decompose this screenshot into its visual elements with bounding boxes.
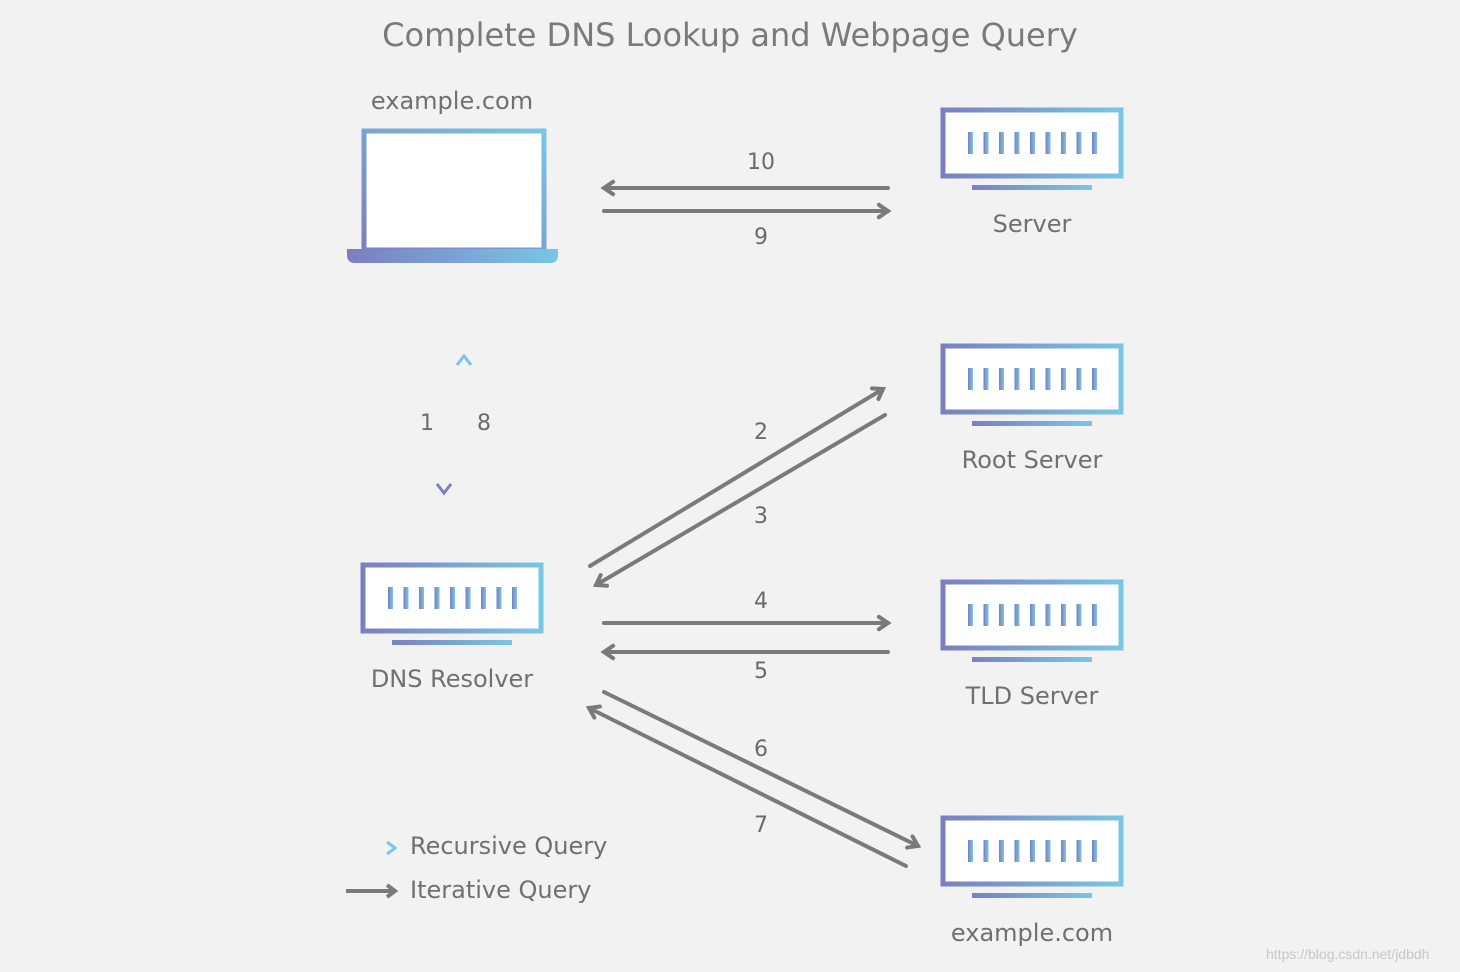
arrow-step-9 (602, 202, 892, 220)
legend-recursive-label: Recursive Query (410, 832, 608, 860)
tld-server-label: TLD Server (965, 682, 1099, 710)
step-label-7: 7 (754, 813, 768, 838)
arrow-step-10 (600, 179, 890, 197)
step-label-9: 9 (754, 225, 768, 250)
root-server-label: Root Server (961, 446, 1103, 474)
step-label-5: 5 (754, 659, 768, 684)
authoritative-server-icon (940, 815, 1124, 898)
root-server-icon (940, 343, 1124, 426)
step-label-3: 3 (754, 504, 768, 529)
server-label: Server (992, 210, 1072, 238)
step-label-4: 4 (754, 589, 768, 614)
dns-resolver-icon (360, 562, 544, 645)
tld-server-icon (940, 579, 1124, 662)
arrow-step-7 (585, 704, 908, 868)
step-label-10: 10 (747, 150, 775, 175)
authoritative-server-label: example.com (950, 919, 1114, 947)
step-label-8: 8 (477, 411, 491, 436)
step-label-1: 1 (420, 411, 434, 436)
step-label-6: 6 (754, 737, 768, 762)
arrow-step-3 (592, 413, 887, 588)
watermark: https://blog.csdn.net/jdbdh (1266, 946, 1430, 962)
legend-iterative-label: Iterative Query (410, 876, 592, 904)
arrow-step-8 (455, 353, 473, 496)
arrow-step-4 (602, 614, 892, 632)
arrow-step-2 (588, 386, 887, 568)
laptop-icon (347, 128, 558, 263)
diagram-title: Complete DNS Lookup and Webpage Query (382, 16, 1078, 54)
legend-recursive-arrow (346, 840, 398, 856)
client-label: example.com (370, 87, 534, 115)
arrow-step-1 (435, 353, 453, 496)
arrow-step-6 (602, 690, 922, 850)
step-label-2: 2 (754, 420, 768, 445)
arrow-step-5 (600, 643, 890, 661)
legend-iterative-arrow (346, 883, 399, 899)
dns-resolver-label: DNS Resolver (370, 665, 534, 693)
web-server-icon (940, 107, 1124, 190)
